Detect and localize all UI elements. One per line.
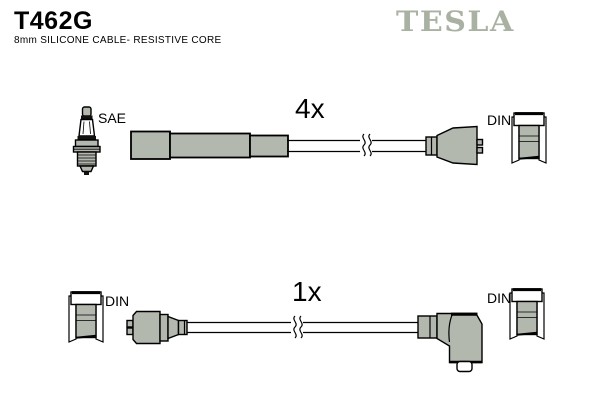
bottom-cable-row: 1x DIN bbox=[67, 276, 546, 373]
tesla-logo: TESLA bbox=[396, 6, 515, 39]
sae-terminal-label: SAE bbox=[98, 110, 126, 126]
top-cable-row: 4x SAE bbox=[72, 93, 548, 175]
top-quantity-label: 4x bbox=[295, 93, 325, 124]
spark-plug-icon bbox=[72, 106, 101, 175]
bottom-quantity-label: 1x bbox=[292, 276, 322, 307]
spark-plug-boot bbox=[130, 130, 289, 160]
din-socket-cross-section-left bbox=[67, 290, 105, 344]
cable-break-mark bbox=[368, 133, 372, 157]
cable-spec-text: 8mm SILICONE CABLE- RESISTIVE CORE bbox=[14, 35, 222, 46]
din-socket-cross-section-top bbox=[510, 111, 548, 165]
din-terminal-label-top: DIN bbox=[487, 112, 511, 128]
bottom-cable-wire bbox=[187, 315, 420, 339]
din-terminal-label-left: DIN bbox=[105, 293, 129, 309]
din-plug-straight bbox=[425, 125, 484, 166]
cable-break-mark bbox=[362, 133, 366, 157]
cable-break-mark bbox=[299, 315, 303, 339]
din-plug-straight-left bbox=[126, 310, 188, 345]
top-cable-wire bbox=[287, 133, 427, 157]
cable-break-mark bbox=[293, 315, 297, 339]
din-terminal-label-right: DIN bbox=[487, 290, 511, 306]
din-socket-cross-section-right bbox=[508, 287, 546, 341]
din-plug-elbow bbox=[417, 312, 483, 373]
part-number: T462G bbox=[14, 7, 93, 35]
